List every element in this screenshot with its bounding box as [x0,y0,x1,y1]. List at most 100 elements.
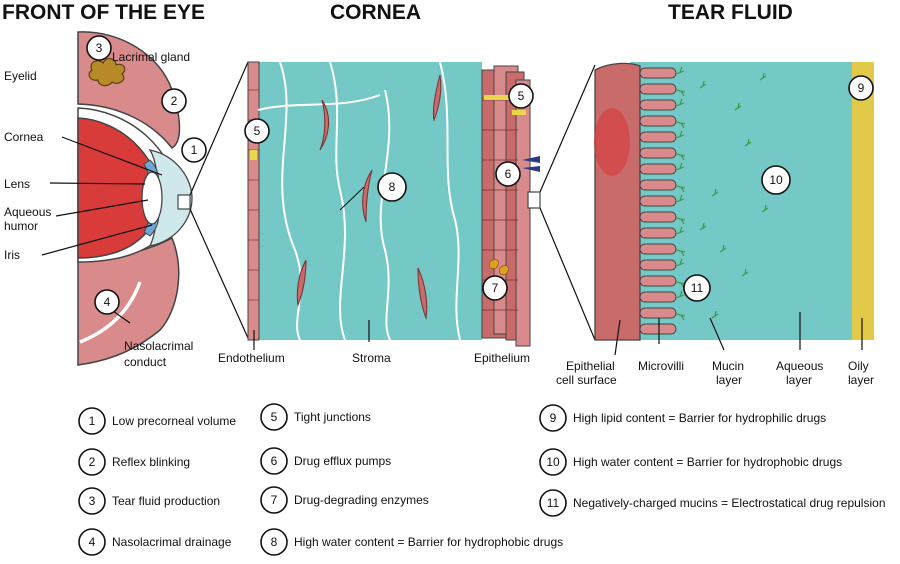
nasolacrimal-duct [79,281,142,344]
legend-number: 6 [271,454,278,468]
legend-item-5: 5 Tight junctions [260,403,371,431]
legend-number: 5 [271,410,278,424]
stroma-fibers [257,61,461,341]
svg-text:11: 11 [691,281,704,295]
pointer-aqueous [55,199,149,217]
lacrimal-gland [88,58,126,87]
svg-text:6: 6 [505,167,512,181]
legend-number: 8 [271,535,278,549]
svg-text:7: 7 [492,281,499,295]
svg-text:2: 2 [171,94,178,108]
epithelial-cell [594,62,641,341]
marker-2: 2 [161,88,187,114]
label-aqueous-layer-1: Aqueous [776,359,823,373]
marker-9: 9 [848,75,874,101]
marker-4: 4 [94,289,120,315]
label-stroma: Stroma [352,351,391,365]
svg-text:9: 9 [858,81,865,95]
label-nasolacrimal-2: conduct [124,355,167,369]
pointer-mucin [709,317,725,351]
heading-tear-fluid: TEAR FLUID [668,1,793,24]
label-aqueous-2: humor [4,219,38,233]
marker-5-endothelium: 5 [244,118,270,144]
legend-item-9: 9 High lipid content = Barrier for hydrop… [539,404,826,432]
legend-text: Low precorneal volume [112,414,236,428]
endothelium-tight-junction [250,150,257,160]
endothelium-layer [247,61,260,341]
legend-text: Nasolacrimal drainage [112,535,232,549]
stroma [258,62,482,340]
legend-number: 7 [271,493,278,507]
label-iris: Iris [4,248,20,262]
label-mucin-1: Mucin [712,359,744,373]
legend-text: Reflex blinking [112,455,190,469]
svg-text:4: 4 [104,295,111,309]
legend-item-4: 4 Nasolacrimal drainage [78,528,232,556]
label-epithelial-2: cell surface [556,373,617,387]
label-endothelium: Endothelium [218,351,285,365]
label-microvilli: Microvilli [638,359,684,373]
label-aqueous-layer-2: layer [786,373,812,387]
legend-number: 4 [89,535,96,549]
svg-text:5: 5 [254,124,261,138]
lens [141,171,163,225]
marker-7: 7 [482,275,508,301]
legend-number: 9 [550,411,557,425]
zoom-box-cornea [177,194,191,210]
label-aqueous-1: Aqueous [4,205,51,219]
microvilli [639,67,677,335]
legend-number: 1 [89,414,96,428]
pointer-iris [41,224,153,256]
legend-text: High water content = Barrier for hydroph… [573,455,842,469]
cell-nucleus [594,108,630,176]
enzymes [489,259,509,276]
front-of-eye-panel: Lacrimal gland Eyelid Cornea Lens Aqueou… [4,31,207,369]
marker-3: 3 [86,35,112,61]
pointer-8 [339,186,365,211]
svg-text:5: 5 [518,89,525,103]
marker-10: 10 [761,165,791,195]
marker-1: 1 [181,137,207,163]
legend-text: High water content = Barrier for hydroph… [294,535,563,549]
legend-text: High lipid content = Barrier for hydroph… [573,411,826,425]
cornea-panel: Endothelium Stroma Epithelium 5 8 5 6 7 [218,61,541,365]
label-mucin-2: layer [716,373,742,387]
legend-number: 11 [547,496,560,510]
legend-text: Tight junctions [294,410,371,424]
label-nasolacrimal-1: Nasolacrimal [124,339,193,353]
marker-6: 6 [495,161,521,187]
svg-text:10: 10 [769,173,783,187]
pointer-epithelial-surface [614,319,621,356]
upper-eyelid [77,31,181,149]
legend-item-1: 1 Low precorneal volume [78,407,236,435]
epithelium-tight-junctions [484,95,526,115]
marker-8: 8 [377,172,407,202]
legend-text: Drug-degrading enzymes [294,493,429,507]
legend-text: Tear fluid production [112,494,220,508]
legend-item-7: 7 Drug-degrading enzymes [260,486,429,514]
efflux-pumps [522,156,540,172]
zoom-line-2-top [539,64,596,193]
oily-layer [852,62,874,340]
label-epithelial-1: Epithelial [566,359,615,373]
heading-front-of-eye: FRONT OF THE EYE [2,1,205,24]
marker-11: 11 [683,274,711,302]
label-lacrimal-gland: Lacrimal gland [112,50,190,64]
svg-text:3: 3 [96,41,103,55]
label-eyelid: Eyelid [4,69,37,83]
mucins [675,66,769,321]
zoom-box-epithelium [527,191,541,209]
legend-item-8: 8 High water content = Barrier for hydrop… [260,528,563,556]
pointer-cornea [61,136,163,176]
label-lens: Lens [4,177,30,191]
legend-number: 2 [89,455,96,469]
svg-text:1: 1 [191,143,198,157]
label-cornea: Cornea [4,130,44,144]
legend-text: Drug efflux pumps [294,454,391,468]
